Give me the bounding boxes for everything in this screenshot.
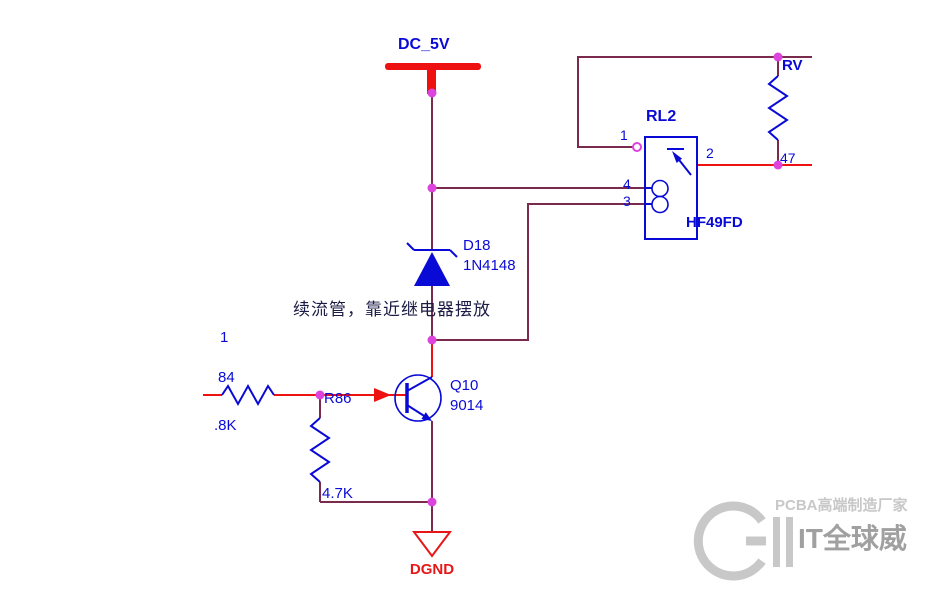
r86-ref-label: R86 [324,390,352,407]
diode-triangle [414,252,450,286]
diode-ref-label: D18 [463,237,491,254]
relay-part-label: HF49FD [686,214,743,231]
resistor-r86-symbol [309,417,331,483]
annotation-text: 续流管，靠近继电器摆放 [293,300,491,319]
relay-ref-label: RL2 [646,108,677,125]
power-bar [385,63,481,70]
relay-symbol [632,136,698,240]
relay-pin4-number: 4 [623,176,631,192]
watermark-line1: PCBA高端制造厂家 [775,497,908,514]
relay-pin1-number: 1 [620,127,628,143]
relay-coil-loop-2 [651,195,669,214]
junction-dot [773,52,783,62]
power-rail-symbol [385,63,481,94]
transistor-circle [394,374,442,422]
junction-dots [315,52,783,507]
relay-pin3-number: 3 [623,193,631,209]
base-signal-arrow [374,388,391,402]
watermark-bar-1 [773,517,780,567]
power-stub [427,68,436,94]
transistor-symbol [374,374,442,422]
diode-bar-tick-right [449,249,458,258]
watermark-bar-2 [786,517,793,567]
watermark-logo [693,501,793,581]
diode-symbol [406,242,458,286]
watermark-line2: IT全球威 [798,523,907,554]
watermark-g-arc [693,501,766,581]
relay-pin1-open-circle [632,142,642,152]
wire-relay-pin1-loop [577,56,812,148]
r86-value-label: 4.7K [322,485,353,502]
base-resistor-pin-label: 1 [220,329,229,346]
junction-dot [315,390,325,400]
wires [203,56,812,532]
junction-dot [773,160,783,170]
wire-relay-pin3-loop [432,203,645,341]
relay-contact-arrow [672,151,682,163]
junction-dot [427,335,437,345]
base-resistor-value-label: .8K [214,417,237,434]
diode-bar-tick-left [406,242,415,251]
relay-pin2-number: 2 [706,145,714,161]
transistor-collector-lead [406,376,433,392]
net-label-dgnd: DGND [409,561,455,578]
net-label-dc5v: DC_5V [398,36,450,53]
resistor-rv-symbol [767,75,789,141]
rv-value-label: 47 [780,150,796,166]
transistor-emitter-arrow [421,412,432,421]
rv-ref-label: RV [782,57,803,74]
diode-part-label: 1N4148 [463,257,516,274]
junction-dot [427,88,437,98]
transistor-part-label: 9014 [450,397,484,414]
junction-dot [427,183,437,193]
base-resistor-ref-label: 84 [218,369,235,386]
relay-coil-loop-1 [651,179,669,198]
transistor-ref-label: Q10 [450,377,479,394]
junction-dot [427,497,437,507]
resistor-base-symbol [221,383,275,407]
ground-symbol [412,531,452,558]
